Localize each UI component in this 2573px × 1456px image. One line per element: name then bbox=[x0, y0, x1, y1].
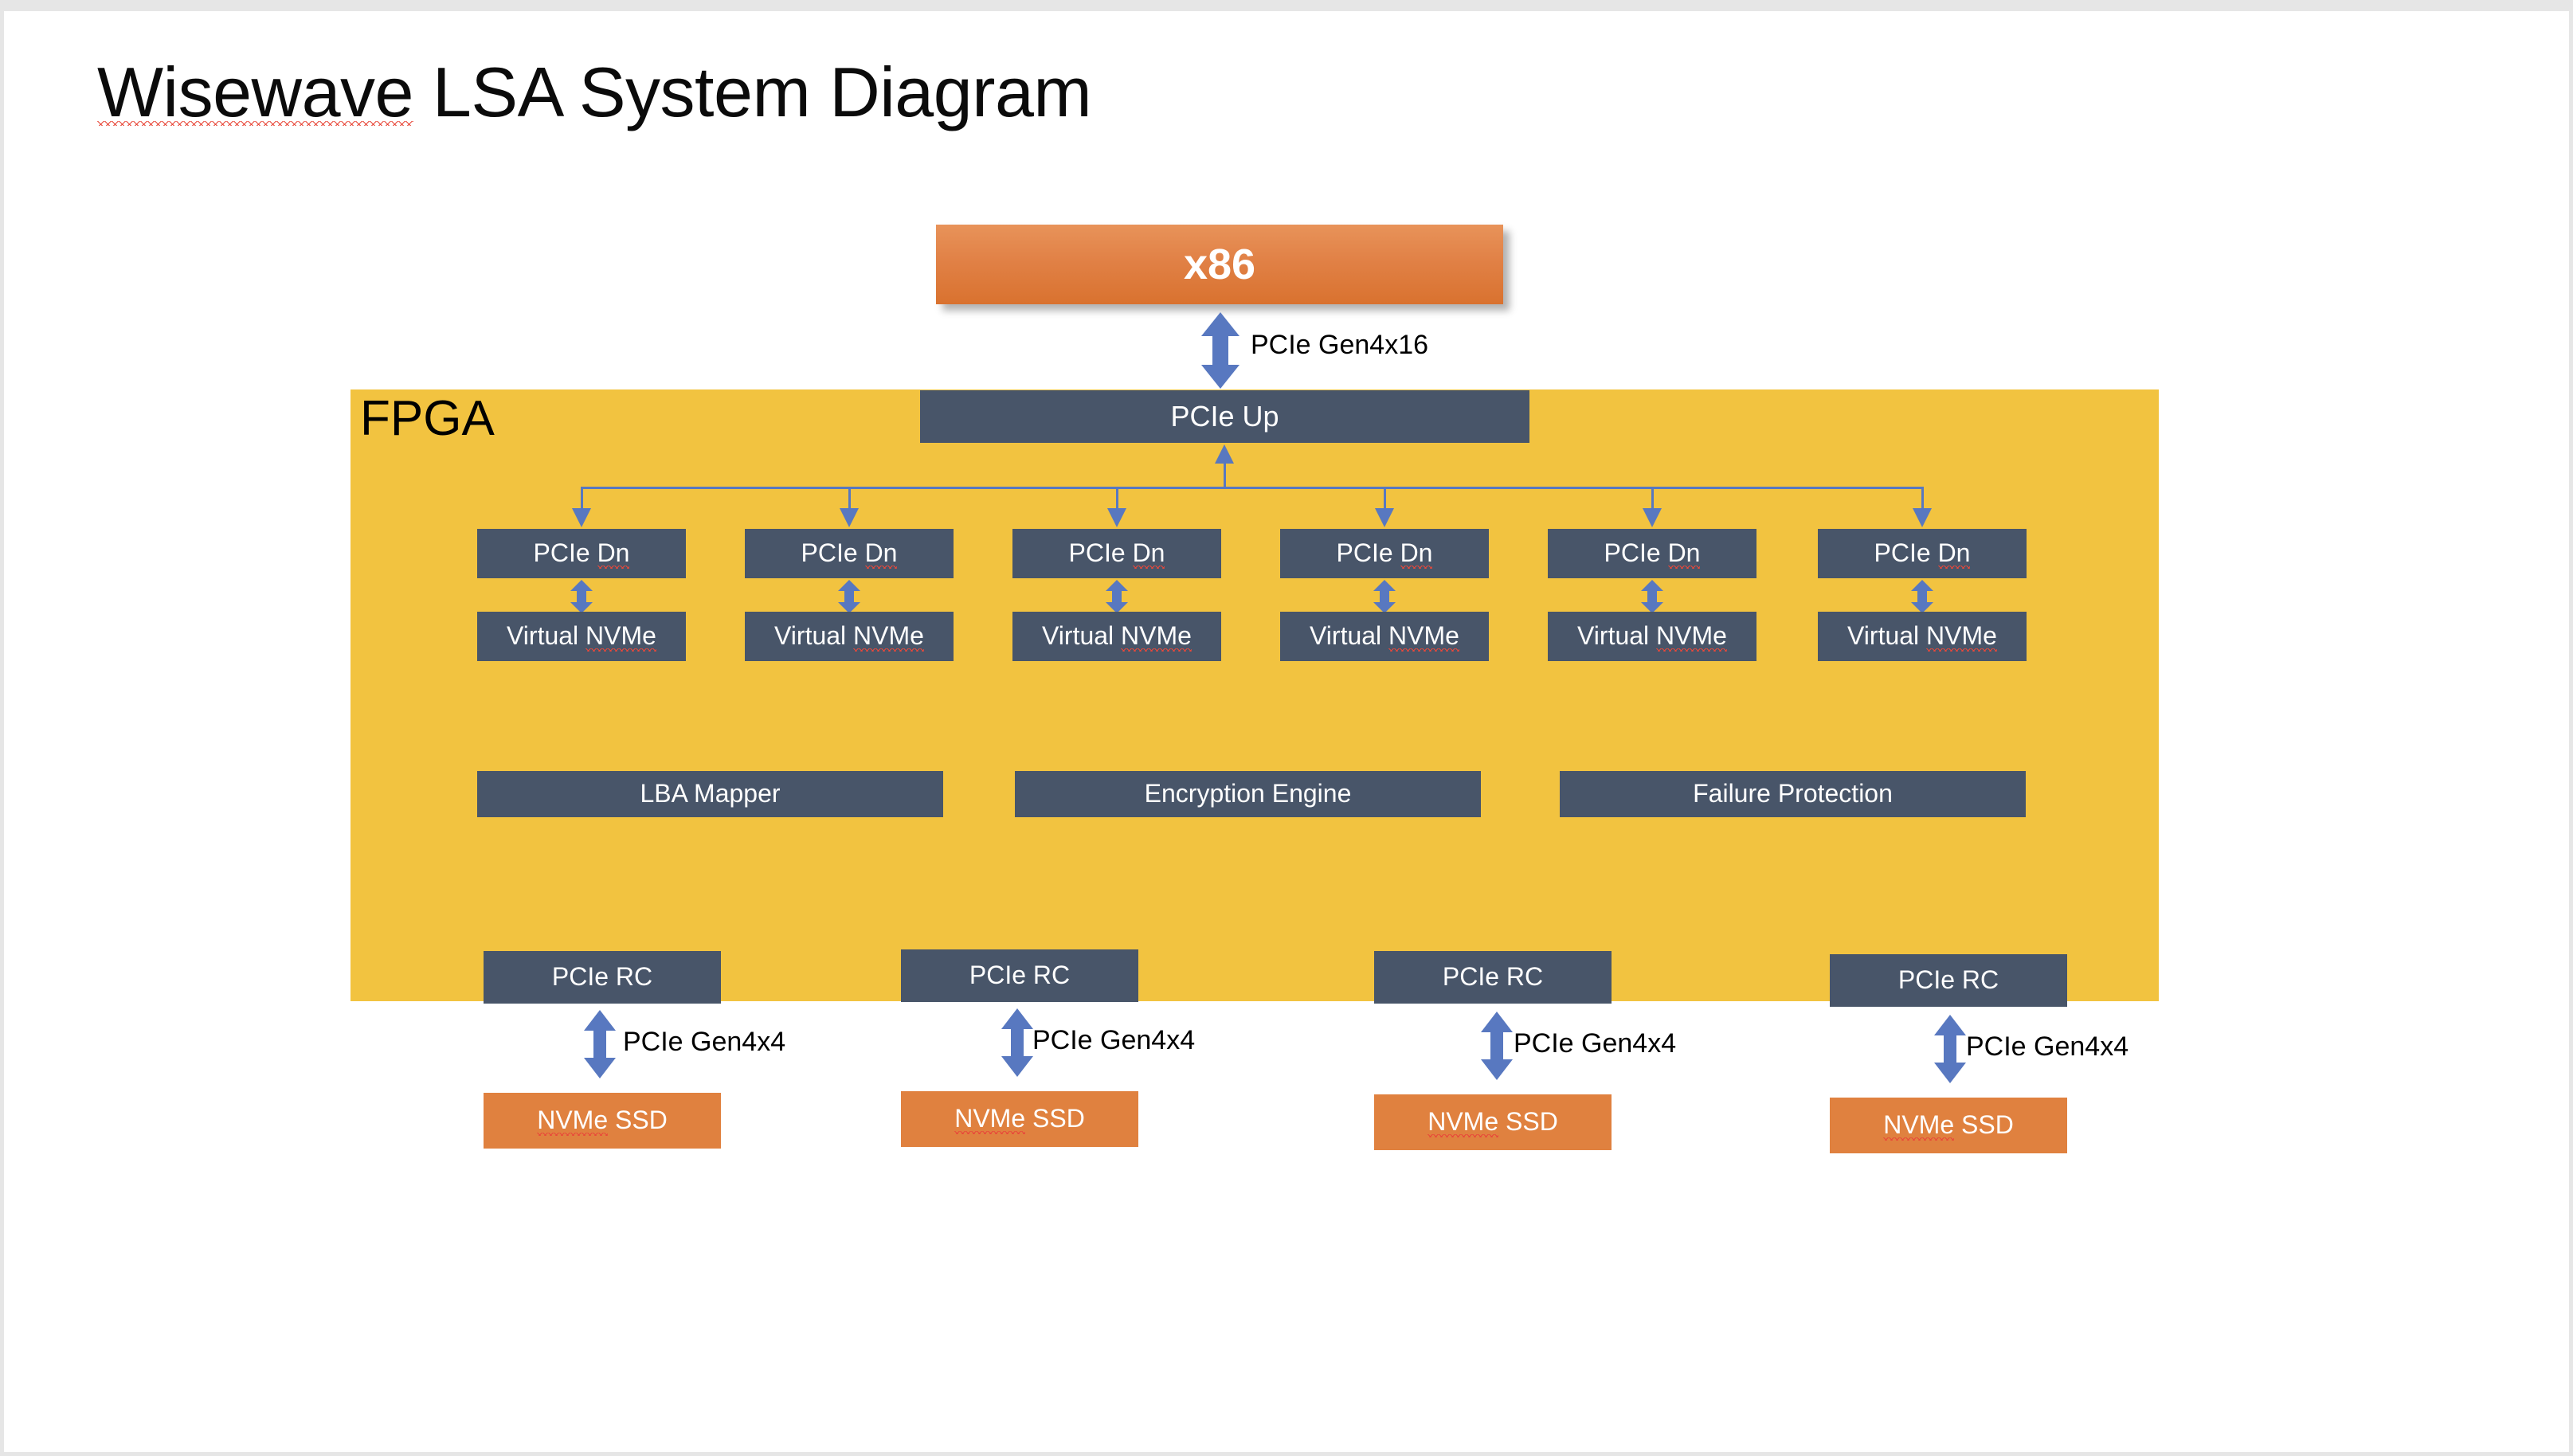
pcie-dn-label: PCIe Dn bbox=[1874, 538, 1971, 569]
virtual-nvme-label: Virtual NVMe bbox=[1577, 621, 1727, 652]
nvme-ssd-block[interactable]: NVMe SSD bbox=[1374, 1094, 1612, 1150]
tree-drop-arrowhead-down bbox=[1643, 508, 1662, 527]
pcie-rc-port[interactable]: PCIe RC bbox=[1830, 954, 2067, 1007]
rc-to-ssd-link-label: PCIe Gen4x4 bbox=[1032, 1025, 1196, 1055]
x86-cpu-block[interactable]: x86 bbox=[936, 225, 1503, 304]
rc-to-ssd-link-label: PCIe Gen4x4 bbox=[623, 1027, 786, 1057]
title-misspelled-word: Wisewave bbox=[97, 53, 413, 131]
pcie-up-port[interactable]: PCIe Up bbox=[920, 390, 1529, 443]
virtual-nvme-label: Virtual NVMe bbox=[1847, 621, 1997, 652]
uplink-arrow-gen4x16 bbox=[1200, 312, 1241, 389]
tree-drop-line bbox=[581, 487, 583, 508]
nvme-ssd-block[interactable]: NVMe SSD bbox=[484, 1093, 721, 1149]
rc-to-ssd-arrow bbox=[1933, 1015, 1968, 1083]
title-rest: LSA System Diagram bbox=[413, 53, 1092, 131]
pcie-rc-label: PCIe RC bbox=[969, 961, 1071, 990]
pcie-rc-port[interactable]: PCIe RC bbox=[1374, 951, 1612, 1004]
rc-to-ssd-link-label: PCIe Gen4x4 bbox=[1514, 1028, 1677, 1059]
dn-to-vnvme-arrow bbox=[1909, 580, 1935, 613]
pcie-rc-label: PCIe RC bbox=[1897, 965, 1999, 995]
page-title: Wisewave LSA System Diagram bbox=[97, 53, 1092, 131]
tree-drop-arrowhead-down bbox=[1107, 508, 1126, 527]
failure-protection-block[interactable]: Failure Protection bbox=[1560, 771, 2026, 817]
uplink-label-gen4x16: PCIe Gen4x16 bbox=[1251, 330, 1429, 360]
nvme-ssd-label: NVMe SSD bbox=[537, 1106, 668, 1136]
virtual-nvme-label: Virtual NVMe bbox=[1042, 621, 1192, 652]
pcie-dn-port[interactable]: PCIe Dn bbox=[1280, 529, 1489, 578]
lba-mapper-block[interactable]: LBA Mapper bbox=[477, 771, 943, 817]
fpga-panel bbox=[351, 389, 2159, 1001]
tree-drop-line bbox=[1921, 487, 1924, 508]
x86-cpu-label: x86 bbox=[1183, 240, 1256, 288]
pcie-dn-port[interactable]: PCIe Dn bbox=[477, 529, 686, 578]
rc-to-ssd-arrow bbox=[582, 1010, 617, 1078]
virtual-nvme-block[interactable]: Virtual NVMe bbox=[745, 612, 954, 661]
pcie-dn-label: PCIe Dn bbox=[533, 538, 630, 569]
pcie-dn-port[interactable]: PCIe Dn bbox=[1548, 529, 1756, 578]
dn-to-vnvme-arrow bbox=[1104, 580, 1130, 613]
tree-drop-arrowhead-down bbox=[572, 508, 591, 527]
tree-bus-bar bbox=[581, 487, 1923, 489]
lba-mapper-label: LBA Mapper bbox=[640, 779, 781, 808]
tree-riser-line bbox=[1224, 462, 1226, 488]
nvme-ssd-label: NVMe SSD bbox=[1883, 1110, 2014, 1141]
rc-to-ssd-arrow bbox=[1000, 1008, 1035, 1077]
dn-to-vnvme-arrow bbox=[836, 580, 862, 613]
rc-to-ssd-link-label: PCIe Gen4x4 bbox=[1966, 1031, 2129, 1062]
virtual-nvme-block[interactable]: Virtual NVMe bbox=[1548, 612, 1756, 661]
encryption-engine-block[interactable]: Encryption Engine bbox=[1015, 771, 1481, 817]
encryption-engine-label: Encryption Engine bbox=[1144, 779, 1352, 808]
dn-to-vnvme-arrow bbox=[1639, 580, 1665, 613]
pcie-dn-label: PCIe Dn bbox=[1336, 538, 1433, 569]
pcie-rc-port[interactable]: PCIe RC bbox=[484, 951, 721, 1004]
nvme-ssd-label: NVMe SSD bbox=[954, 1104, 1085, 1134]
virtual-nvme-block[interactable]: Virtual NVMe bbox=[1818, 612, 2027, 661]
tree-drop-arrowhead-down bbox=[1375, 508, 1394, 527]
dn-to-vnvme-arrow bbox=[569, 580, 594, 613]
tree-drop-line bbox=[848, 487, 851, 508]
tree-drop-arrowhead-down bbox=[840, 508, 859, 527]
tree-drop-line bbox=[1384, 487, 1386, 508]
pcie-rc-label: PCIe RC bbox=[551, 962, 653, 992]
pcie-up-label: PCIe Up bbox=[1170, 400, 1279, 433]
pcie-dn-port[interactable]: PCIe Dn bbox=[745, 529, 954, 578]
pcie-rc-port[interactable]: PCIe RC bbox=[901, 949, 1138, 1002]
nvme-ssd-block[interactable]: NVMe SSD bbox=[1830, 1098, 2067, 1153]
virtual-nvme-label: Virtual NVMe bbox=[1310, 621, 1459, 652]
failure-protection-label: Failure Protection bbox=[1693, 779, 1893, 808]
tree-drop-arrowhead-down bbox=[1913, 508, 1932, 527]
pcie-dn-label: PCIe Dn bbox=[1604, 538, 1701, 569]
tree-drop-line bbox=[1116, 487, 1118, 508]
virtual-nvme-block[interactable]: Virtual NVMe bbox=[1280, 612, 1489, 661]
pcie-dn-port[interactable]: PCIe Dn bbox=[1012, 529, 1221, 578]
pcie-rc-label: PCIe RC bbox=[1442, 962, 1544, 992]
fpga-panel-label: FPGA bbox=[360, 391, 495, 446]
virtual-nvme-block[interactable]: Virtual NVMe bbox=[477, 612, 686, 661]
nvme-ssd-label: NVMe SSD bbox=[1427, 1107, 1558, 1137]
rc-to-ssd-arrow bbox=[1479, 1012, 1514, 1080]
pcie-dn-port[interactable]: PCIe Dn bbox=[1818, 529, 2027, 578]
pcie-dn-label: PCIe Dn bbox=[1068, 538, 1165, 569]
tree-drop-line bbox=[1651, 487, 1654, 508]
virtual-nvme-label: Virtual NVMe bbox=[507, 621, 656, 652]
pcie-dn-label: PCIe Dn bbox=[801, 538, 898, 569]
virtual-nvme-label: Virtual NVMe bbox=[774, 621, 924, 652]
nvme-ssd-block[interactable]: NVMe SSD bbox=[901, 1091, 1138, 1147]
tree-riser-arrowhead-up bbox=[1215, 444, 1234, 464]
virtual-nvme-block[interactable]: Virtual NVMe bbox=[1012, 612, 1221, 661]
dn-to-vnvme-arrow bbox=[1372, 580, 1397, 613]
